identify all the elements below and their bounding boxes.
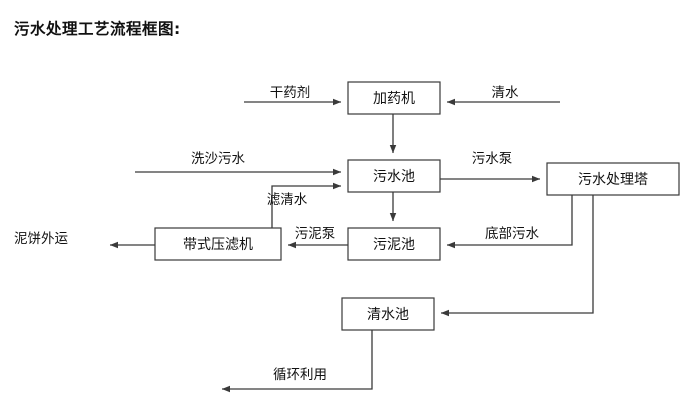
- node-label-sludge-pool: 污泥池: [373, 237, 415, 253]
- edge-label-sewage-pump: 污水泵: [472, 151, 513, 167]
- edge-label-sand-wash: 洗沙污水: [191, 151, 245, 167]
- node-dosing-machine[interactable]: 加药机: [347, 81, 441, 115]
- edge-label-recycle-use: 循环利用: [273, 367, 327, 383]
- edge-tower-to-clear-water: [440, 195, 594, 317]
- edge-clean-water-in: 清水: [446, 85, 560, 106]
- node-belt-filter-press[interactable]: 带式压滤机: [154, 227, 282, 261]
- edge-bottom-sewage: 底部污水: [446, 195, 573, 249]
- edge-sand-wash-in: 洗沙污水: [135, 151, 342, 176]
- edge-label-sludge-pump: 污泥泵: [295, 226, 336, 242]
- node-label-belt-filter-press: 带式压滤机: [183, 237, 253, 253]
- edge-label-mud-cake: 泥饼外运: [14, 231, 68, 247]
- edge-sewage-pump: 污水泵: [440, 151, 541, 183]
- node-label-sewage-pool: 污水池: [373, 169, 415, 185]
- node-label-treatment-tower: 污水处理塔: [578, 172, 648, 188]
- node-label-clear-water-pool: 清水池: [367, 307, 409, 323]
- edge-dry-chemical-in: 干药剂: [244, 85, 342, 106]
- page-title: 污水处理工艺流程框图:: [14, 20, 181, 38]
- edge-label-dry-chemical: 干药剂: [270, 85, 311, 101]
- node-clear-water-pool[interactable]: 清水池: [341, 297, 435, 331]
- node-sludge-pool[interactable]: 污泥池: [347, 227, 441, 261]
- edge-label-filtered-water: 滤清水: [267, 192, 308, 208]
- edge-recycle-use: 循环利用: [221, 330, 373, 393]
- node-treatment-tower[interactable]: 污水处理塔: [546, 162, 680, 196]
- node-label-dosing-machine: 加药机: [373, 91, 415, 107]
- edge-filtered-water: 滤清水: [267, 182, 342, 228]
- edge-label-bottom-sewage: 底部污水: [485, 226, 539, 242]
- edge-sludge-pump: 污泥泵: [287, 226, 348, 249]
- edge-mud-cake-out: 泥饼外运: [14, 231, 155, 249]
- node-sewage-pool[interactable]: 污水池: [347, 159, 441, 193]
- edge-label-clean-water: 清水: [492, 85, 520, 101]
